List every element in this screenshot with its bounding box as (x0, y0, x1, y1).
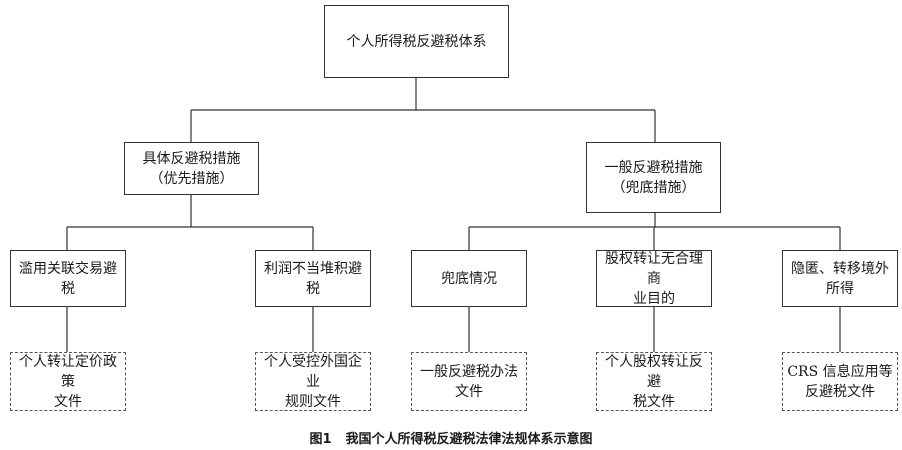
case-offshore-income: 隐匿、转移境外 所得 (782, 250, 898, 307)
root-node: 个人所得税反避税体系 (324, 5, 509, 78)
doc-line1: 个人受控外国企业 (264, 353, 362, 390)
case-label: 滥用关联交易避税 (19, 260, 117, 297)
doc-general-anti-avoidance: 一般反避税办法 文件 (411, 352, 527, 411)
connector-root (190, 78, 656, 142)
doc-equity-transfer: 个人股权转让反避 税文件 (596, 352, 712, 411)
case-label-line1: 股权转让无合理商 (605, 250, 703, 287)
doc-line1: 一般反避税办法 (420, 363, 518, 380)
figure-title: 我国个人所得税反避税法律法规体系示意图 (345, 432, 593, 447)
root-label: 个人所得税反避税体系 (346, 33, 487, 50)
case-label-line2: 所得 (826, 280, 854, 297)
doc-line2: 规则文件 (285, 393, 341, 410)
doc-line1: 个人转让定价政策 (19, 353, 117, 390)
case-equity-transfer: 股权转让无合理商 业目的 (596, 250, 712, 307)
case-profit-accumulation: 利润不当堆积避税 (255, 250, 371, 307)
branch-sublabel: （优先措施） (149, 170, 234, 187)
case-label: 利润不当堆积避税 (264, 260, 362, 297)
figure-caption: 图1 我国个人所得税反避税法律法规体系示意图 (0, 428, 902, 447)
connector-docs (66, 307, 841, 352)
doc-line2: 反避税文件 (805, 383, 875, 400)
branch-specific-measures: 具体反避税措施 （优先措施） (124, 142, 259, 195)
doc-line2: 文件 (54, 393, 82, 410)
connector-left-branch (66, 195, 314, 250)
case-label: 兜底情况 (441, 270, 497, 287)
figure-number: 图1 (309, 432, 332, 447)
branch-label: 具体反避税措施 (142, 150, 241, 167)
doc-cfc-rules: 个人受控外国企业 规则文件 (255, 352, 371, 411)
doc-transfer-pricing: 个人转让定价政策 文件 (10, 352, 126, 411)
branch-general-measures: 一般反避税措施 （兜底措施） (586, 142, 721, 213)
case-label-line1: 隐匿、转移境外 (791, 260, 889, 277)
branch-sublabel: （兜底措施） (611, 179, 696, 196)
doc-line1: 个人股权转让反避 (605, 353, 703, 390)
case-fallback: 兜底情况 (411, 250, 527, 307)
doc-line2: 税文件 (633, 393, 675, 410)
case-related-transaction: 滥用关联交易避税 (10, 250, 126, 307)
doc-crs-information: CRS 信息应用等 反避税文件 (782, 352, 898, 411)
doc-line1: CRS 信息应用等 (787, 363, 893, 380)
branch-label: 一般反避税措施 (604, 159, 703, 176)
doc-line2: 文件 (455, 383, 483, 400)
case-label-line2: 业目的 (633, 290, 675, 307)
